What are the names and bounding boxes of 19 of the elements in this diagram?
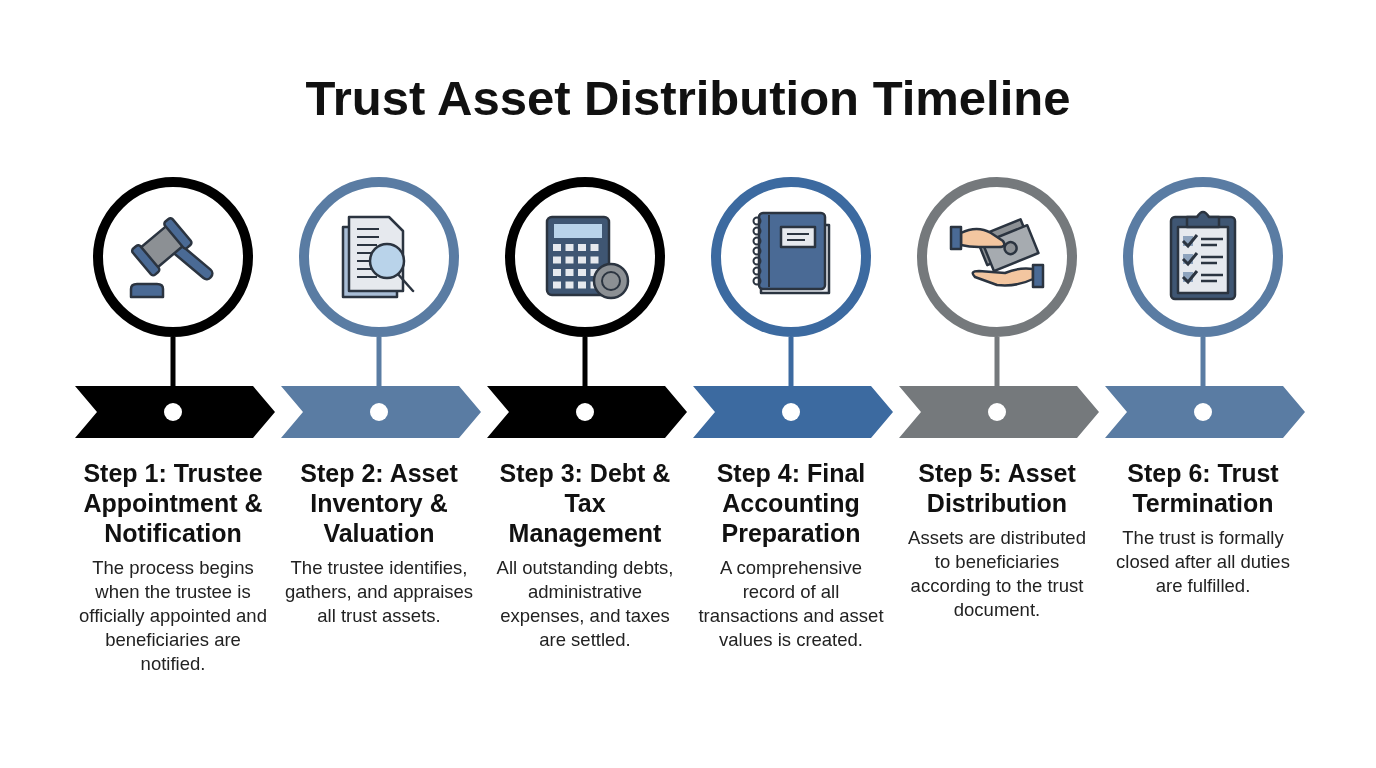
connector-line <box>376 337 382 386</box>
step-description: A comprehensive record of all transactions and asset values is created. <box>697 556 885 652</box>
connector-line <box>788 337 794 386</box>
connector-line <box>170 337 176 386</box>
step-heading: Step 6: Trust Termination <box>1126 458 1280 518</box>
step-description: All outstanding debts, administrative expenses, and taxes are settled. <box>495 556 675 652</box>
connector-line <box>582 337 588 386</box>
step-description: The trust is formally closed after all duties are fulfilled. <box>1115 526 1291 598</box>
step-description: The process begins when the trustee is officially appointed and beneficiaries are notified. <box>78 556 268 676</box>
connector-line <box>994 337 1000 386</box>
step-heading: Step 3: Debt & Tax Management <box>498 458 672 548</box>
step-heading: Step 4: Final Accounting Preparation <box>715 458 867 548</box>
step-heading: Step 1: Trustee Appointment & Notification <box>82 458 264 548</box>
step-description: Assets are distributed to beneficiaries according to the trust document. <box>907 526 1087 622</box>
connector-line <box>1200 337 1206 386</box>
step-heading: Step 2: Asset Inventory & Valuation <box>299 458 459 548</box>
title: Trust Asset Distribution Timeline <box>304 70 1072 126</box>
step-description: The trustee identifies, gathers, and appraises all trust assets. <box>283 556 475 628</box>
step-heading: Step 5: Asset Distribution <box>917 458 1077 518</box>
